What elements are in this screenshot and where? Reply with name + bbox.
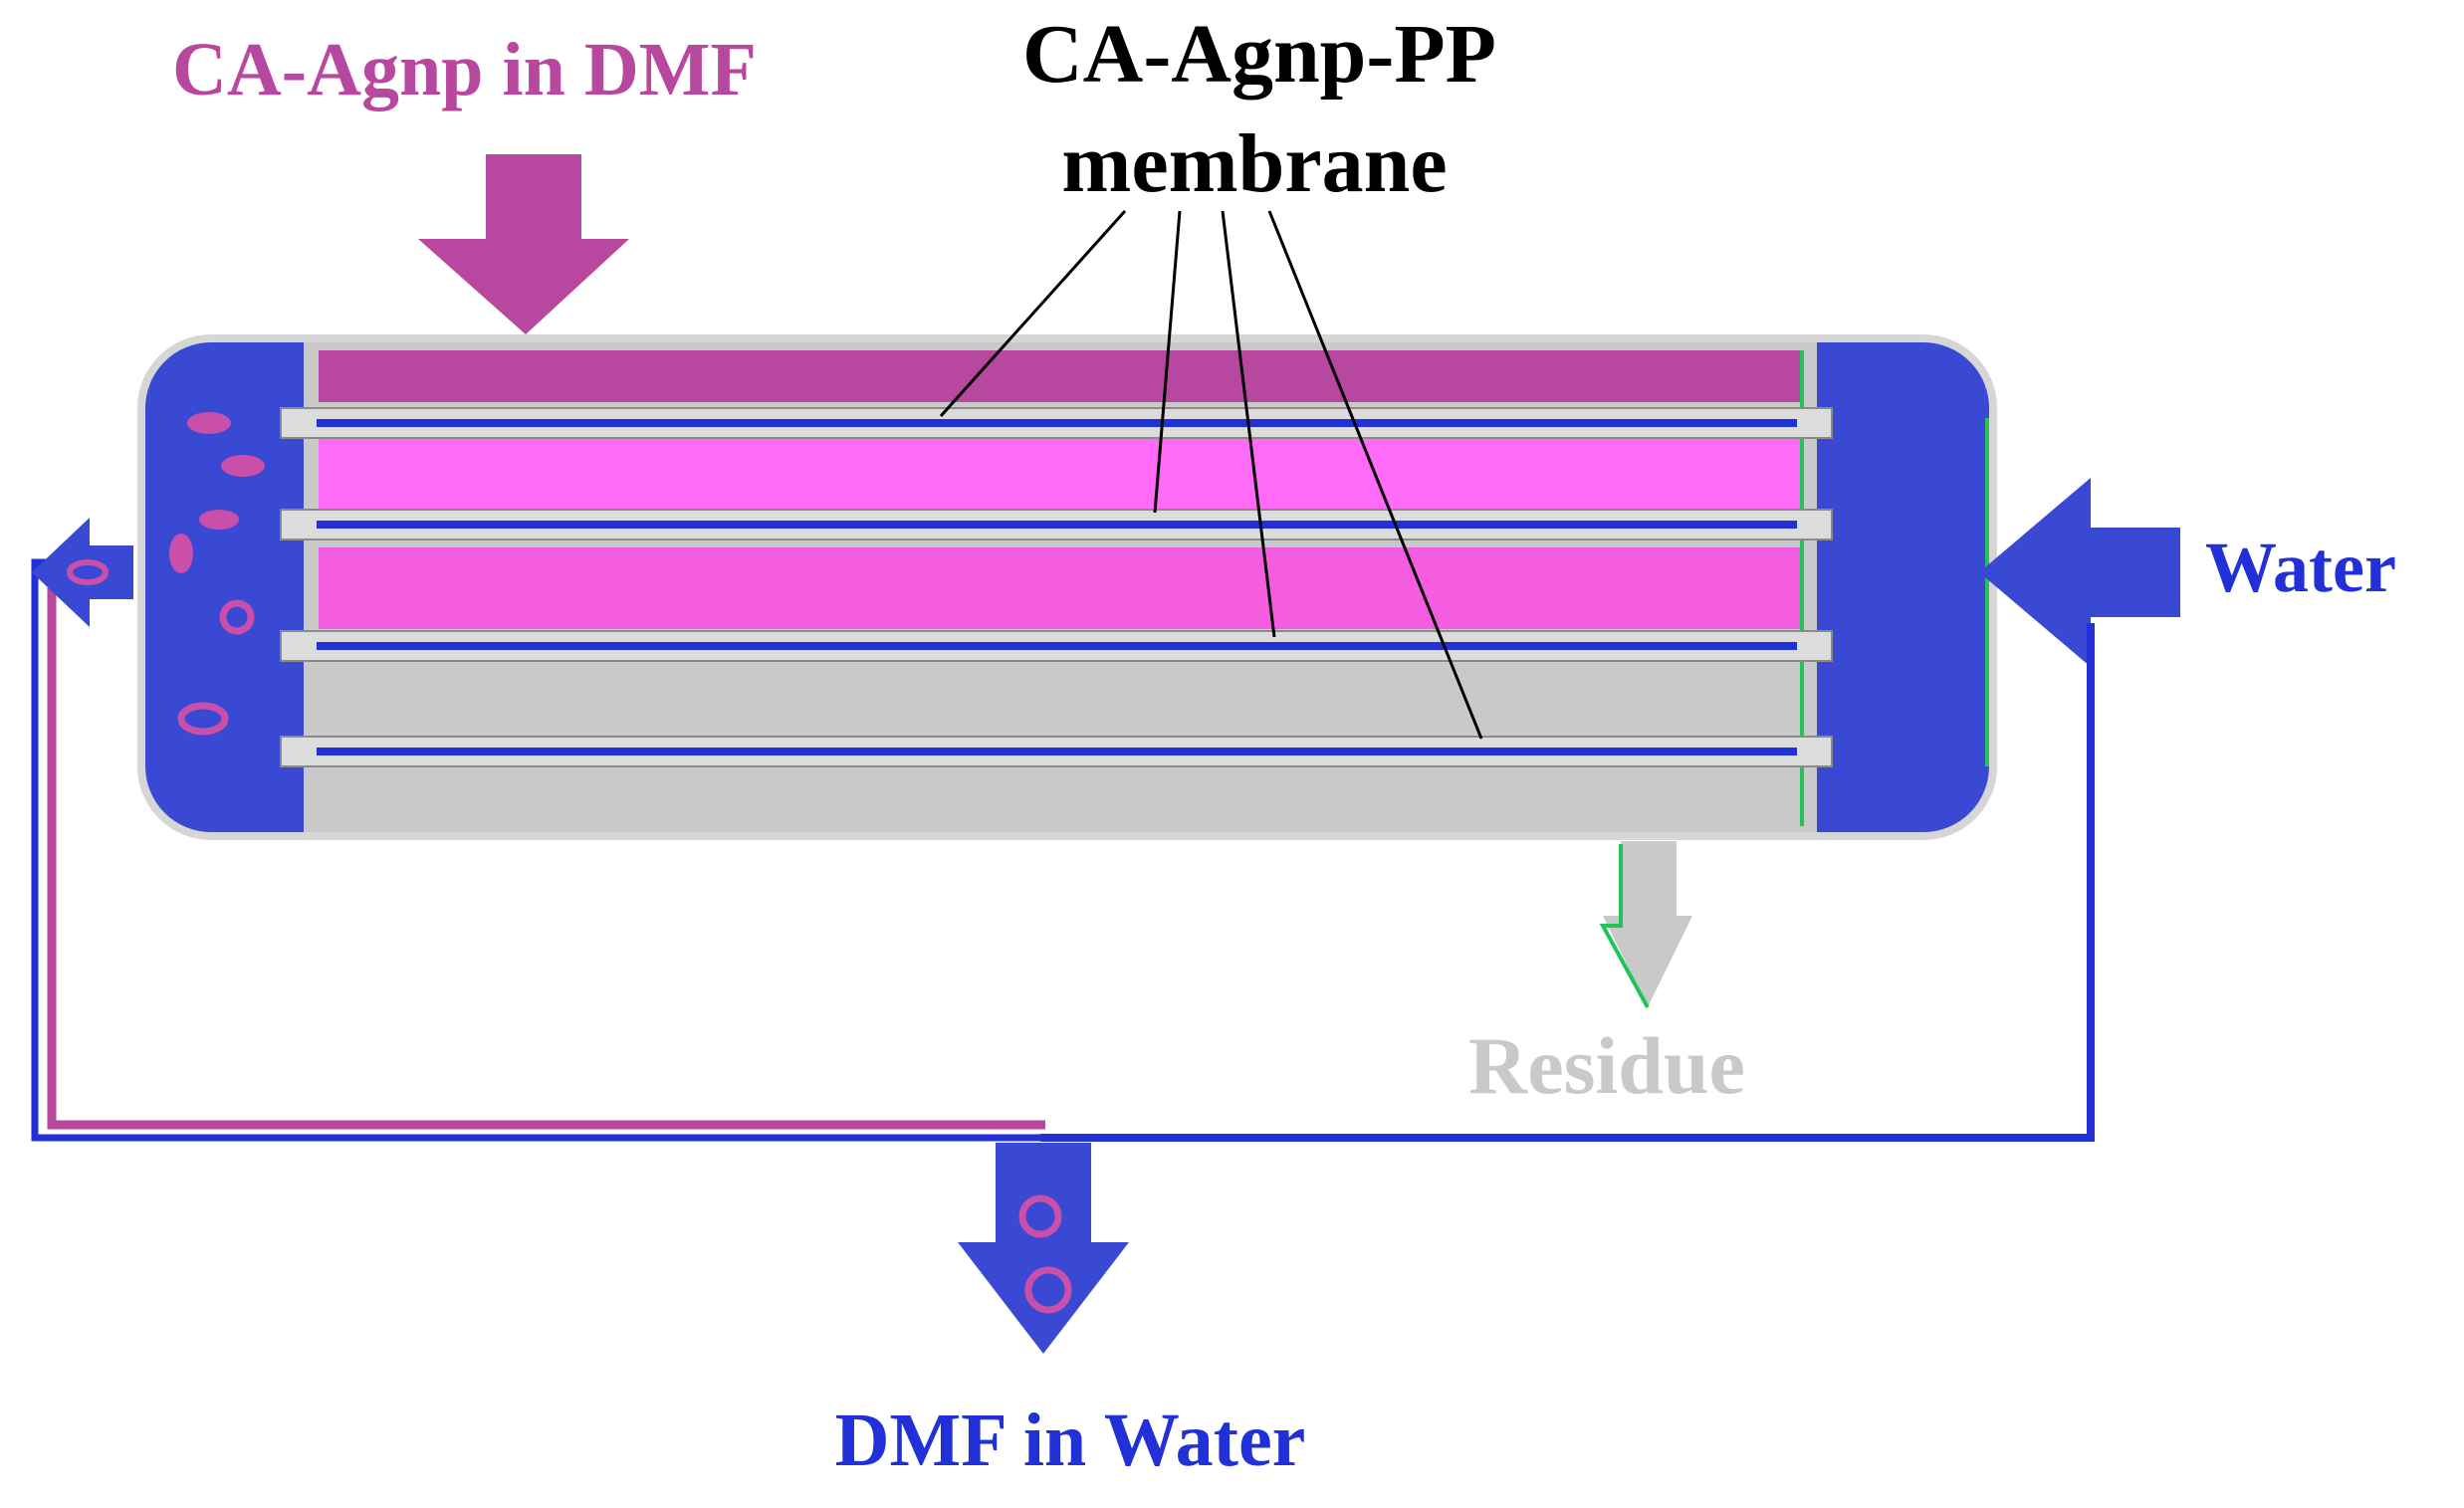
- left-arrow-icon: [1979, 478, 2180, 667]
- membrane-tube-4: [280, 736, 1833, 767]
- residue-label: Residue: [1468, 1020, 1745, 1111]
- water-label: Water: [2205, 528, 2396, 607]
- down-arrow-icon: [1599, 841, 1692, 1008]
- left-arrow-icon: [32, 518, 133, 627]
- feed-chamber: [319, 350, 1802, 402]
- solution-channel-2: [319, 547, 1802, 629]
- membrane-leader-lines: [939, 209, 1483, 740]
- down-arrow-icon: [418, 154, 629, 334]
- water-return-line: [1040, 623, 2095, 1142]
- membrane-tube-3: [280, 630, 1833, 662]
- outlet-label: DMF in Water: [835, 1399, 1306, 1482]
- particles-left: [169, 412, 265, 736]
- membrane-label-line1: CA-Agnp-PP: [1022, 8, 1496, 101]
- membrane-tube-1: [280, 407, 1833, 439]
- solution-channel-1: [319, 436, 1802, 514]
- membrane-label-line2: membrane: [1061, 117, 1447, 210]
- inlet-label: CA-Agnp in DMF: [172, 28, 757, 111]
- down-arrow-icon: [958, 1143, 1129, 1354]
- membrane-tube-2: [280, 509, 1833, 540]
